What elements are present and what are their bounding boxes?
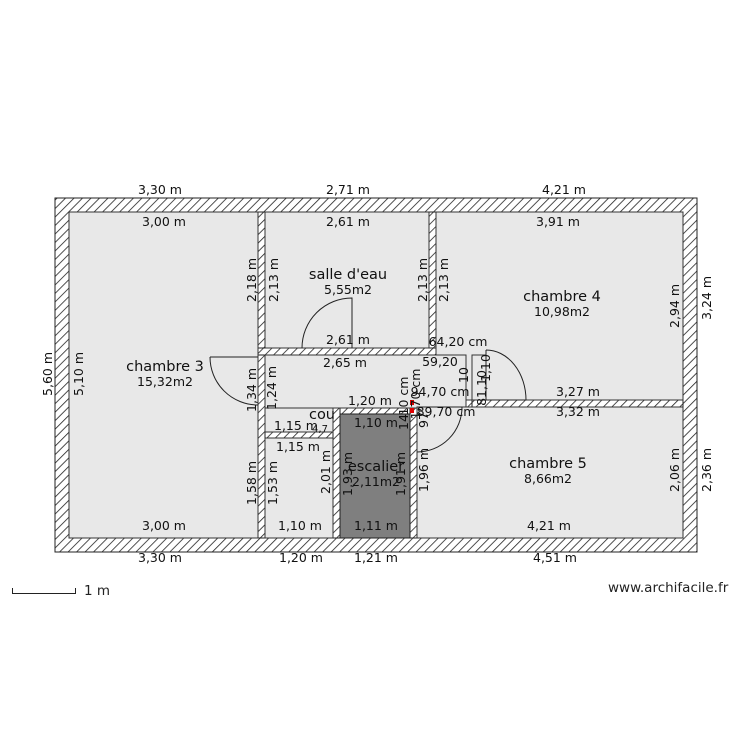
dim-right-inner-1: 2,94 m: [667, 284, 682, 328]
dim-small-3: 94,70 cm: [411, 384, 470, 399]
room-area-escalier: 2,11m2: [352, 474, 400, 489]
dim-right-outer-1: 3,24 m: [699, 276, 714, 320]
dim-cou-top-2: 1,15 m: [276, 439, 320, 454]
dim-cou-right: 2,01 m: [318, 450, 333, 494]
scale-bar: [12, 588, 76, 594]
dim-ch4-bottom-1: 3,27 m: [556, 384, 600, 399]
dim-esc-top: 1,10 m: [354, 415, 398, 430]
scale-label: 1 m: [84, 583, 111, 599]
room-area-salle-deau: 5,55m2: [324, 282, 372, 297]
wall-sde-bottom: [257, 347, 437, 356]
room-area-chambre-3: 15,32m2: [137, 374, 193, 389]
door-chambre-3: [209, 356, 259, 406]
dim-hall-top: 2,65 m: [323, 355, 367, 370]
room-name-escalier: escalier: [348, 459, 404, 475]
dim-bottom-inner-4: 4,21 m: [527, 518, 571, 533]
rooms: [68, 211, 684, 539]
dim-small-4: 89,70 cm: [417, 404, 476, 419]
dim-bottom-outer-3: 1,21 m: [354, 550, 398, 565]
doors: [209, 297, 527, 453]
dim-bottom-outer-1: 3,30 m: [138, 550, 182, 565]
door-chambre-5: [416, 406, 463, 453]
dim-sde-right-2: 2,13 m: [436, 258, 451, 302]
room-hall-lower: [264, 407, 334, 433]
dim-top-inner-1: 3,00 m: [142, 214, 186, 229]
room-name-salle-deau: salle d'eau: [309, 267, 387, 283]
dim-ch5-left: 1,96 m: [416, 448, 431, 492]
wall-esc-left: [332, 407, 341, 539]
dim-cou-top: 1,15 m: [274, 418, 318, 433]
dim-lower-left-1: 1,58 m: [244, 461, 259, 505]
room-name-chambre-4: chambre 4: [523, 289, 601, 305]
dim-esc-left: 1,93 m: [340, 452, 355, 496]
room-escalier: [339, 413, 411, 539]
room-hall: [264, 354, 467, 409]
dim-top-outer-3: 4,21 m: [542, 182, 586, 197]
room-area-chambre-5: 8,66m2: [524, 471, 572, 486]
room-name-cou: cou: [309, 407, 335, 423]
dim-left-outer: 5,60 m: [40, 352, 55, 396]
room-chambre-3: [68, 211, 259, 539]
dim-hall-left-1: 1,34 m: [244, 368, 259, 412]
dim-sde-right-1: 2,13 m: [415, 258, 430, 302]
room-name-chambre-3: chambre 3: [126, 359, 204, 375]
dim-bottom-inner-1: 3,00 m: [142, 518, 186, 533]
room-salle-deau: [264, 211, 430, 349]
dim-cou-small: 4,7: [312, 424, 328, 435]
dim-right-inner-2: 2,06 m: [667, 448, 682, 492]
dim-bottom-inner-3: 1,11 m: [354, 518, 398, 533]
dim-small-6: 10: [456, 367, 471, 383]
dim-bottom-outer-2: 1,20 m: [279, 550, 323, 565]
dim-top-outer-2: 2,71 m: [326, 182, 370, 197]
dim-top-inner-2: 2,61 m: [326, 214, 370, 229]
dim-small-1: 64,20 cm: [429, 334, 488, 349]
dim-small-11: 14: [396, 414, 411, 430]
dim-top-inner-3: 3,91 m: [536, 214, 580, 229]
dim-hall-mid: 1,20 m: [348, 393, 392, 408]
marker-1: [410, 400, 414, 405]
dim-bottom-inner-2: 1,10 m: [278, 518, 322, 533]
dim-sde-left-2: 2,13 m: [266, 258, 281, 302]
room-name-chambre-5: chambre 5: [509, 456, 587, 472]
door-chambre-4: [485, 349, 527, 401]
dim-right-outer-2: 2,36 m: [699, 448, 714, 492]
dim-left-inner: 5,10 m: [71, 352, 86, 396]
room-chambre-5: [416, 406, 684, 539]
dimensions-horizontal: 3,30 m 2,71 m 4,21 m 3,00 m 2,61 m 3,91 …: [138, 182, 600, 565]
marker-2: [410, 408, 414, 413]
door-salle-deau: [301, 297, 353, 349]
dim-ch4-bottom-2: 3,32 m: [556, 404, 600, 419]
dim-sde-bottom: 2,61 m: [326, 332, 370, 347]
dim-lower-left-2: 1,53 m: [265, 461, 280, 505]
dim-top-outer-1: 3,30 m: [138, 182, 182, 197]
dim-esc-right: 1,91 m: [393, 452, 408, 496]
wall-sde-left: [257, 211, 266, 356]
dim-small-5: 10 cm: [396, 377, 411, 416]
room-labels: chambre 3 15,32m2 salle d'eau 5,55m2 cha…: [126, 267, 601, 489]
dim-small-2: 59,20: [422, 354, 458, 369]
room-area-chambre-4: 10,98m2: [534, 304, 590, 319]
dim-bottom-outer-4: 4,51 m: [533, 550, 577, 565]
room-cou: [264, 437, 334, 539]
dim-small-7: 1,10: [478, 354, 493, 382]
dim-hall-left-2: 1,24 m: [264, 366, 279, 410]
dimensions-vertical: 5,60 m 5,10 m 3,24 m 2,36 m 2,94 m 2,06 …: [40, 258, 714, 505]
credit-link[interactable]: www.archifacile.fr: [608, 580, 729, 596]
dim-small-10: 97: [416, 412, 431, 428]
dim-small-9: 1,70 cm: [408, 369, 423, 420]
dim-small-8: 81,10: [474, 370, 489, 406]
dim-sde-left-1: 2,18 m: [244, 258, 259, 302]
